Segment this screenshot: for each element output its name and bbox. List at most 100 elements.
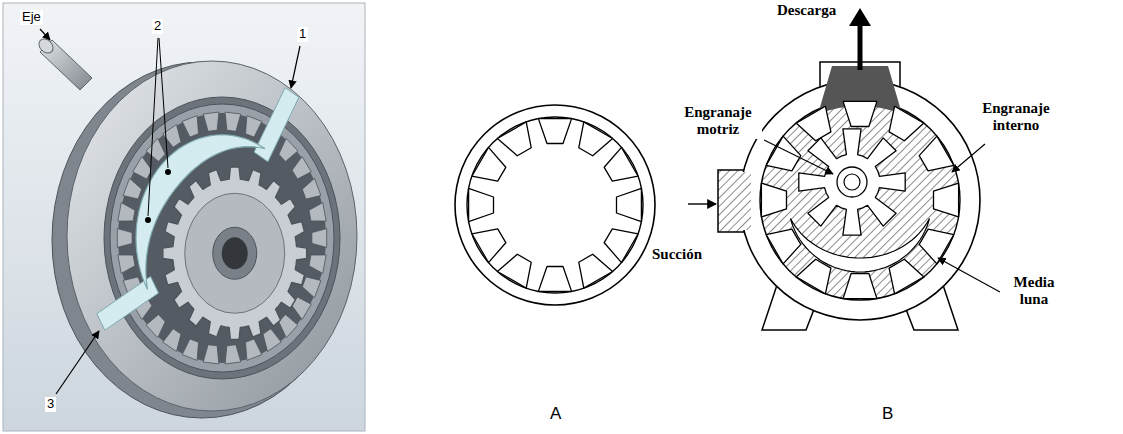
leader-line [291, 46, 300, 88]
ring-gear-tooth [309, 255, 326, 274]
ring-gear-tooth [146, 138, 165, 161]
leader-line [56, 331, 99, 394]
ring-gear-tooth [889, 259, 924, 294]
ring-gear-tooth [538, 267, 571, 292]
figure-letter: A [548, 404, 563, 424]
port-slot [254, 88, 299, 162]
ring-gear-tooth [309, 203, 326, 222]
ring-gear-tooth [246, 116, 262, 138]
ring-gear-tooth [843, 274, 877, 299]
part-label: Succión [650, 246, 704, 263]
ring-gear-tooth [203, 112, 219, 131]
ring-gear-outer [455, 105, 655, 305]
ring-gear-tooth [302, 277, 321, 298]
photo-panel [3, 3, 365, 431]
gear-set-3d [97, 88, 334, 372]
housing-face [67, 61, 357, 411]
pinion-gear [163, 167, 307, 340]
drive-gear [799, 129, 905, 235]
ring-gear-tooth [843, 101, 877, 126]
ring-gear-tooth [146, 315, 165, 338]
ring-gear-tooth [497, 254, 531, 288]
ring-gear-tooth [203, 345, 219, 364]
crescent [136, 135, 265, 290]
ring-gear-tooth [604, 229, 638, 263]
discharge-arrow [858, 22, 863, 70]
part-label: Eje [20, 10, 43, 25]
pinion-face [185, 193, 285, 313]
ring-gear-tooth [225, 112, 241, 131]
ring-gear-tooth [182, 339, 198, 361]
ring-gear-tooth [469, 188, 494, 221]
ring-gear-teeth [469, 119, 642, 292]
ring-gear-inner [467, 117, 643, 293]
ring-gear-tooth [246, 339, 262, 361]
ring-gear-tooth [604, 147, 638, 181]
housing-cavity [104, 97, 340, 379]
ring-gear-body [110, 104, 334, 372]
discharge-arrowhead [849, 8, 871, 26]
ring-gear-tooth [538, 119, 571, 144]
callout-dot [165, 169, 171, 175]
ring-gear-tooth [279, 315, 298, 338]
ring-gear-tooth [579, 122, 613, 156]
crescent [791, 219, 930, 272]
part-label: Engranaje interno [972, 100, 1060, 135]
drive-gear-hub [837, 167, 867, 197]
ring-gear-tooth [796, 106, 831, 141]
ring-gear-tooth [617, 188, 642, 221]
ring-gear-tooth [472, 147, 506, 181]
ring-gear-tooth [497, 122, 531, 156]
ring-gear-tooth [123, 178, 142, 199]
figure-letter: B [880, 404, 895, 424]
ring-gear-tooth [118, 255, 135, 274]
callout-dot [145, 217, 151, 223]
part-label: Media luna [1000, 274, 1068, 309]
port-slot [97, 277, 159, 331]
ring-gear [760, 100, 960, 300]
leader-line [40, 29, 50, 40]
ring-gear-tooth [163, 329, 181, 352]
ring-gear-tooth [117, 229, 132, 248]
ring-gear-tooth [934, 183, 959, 217]
pinion-hub [213, 227, 257, 279]
suction-arrow [688, 203, 716, 204]
gear-set-section [761, 101, 958, 298]
callout-number: 2 [152, 19, 163, 34]
part-label: Descarga [775, 2, 838, 19]
ring-gear-tooth [472, 229, 506, 263]
shaft-end [36, 36, 56, 56]
ring-gear-tooth [182, 116, 198, 138]
ring-gear-tooth [292, 157, 311, 180]
leader-line [148, 38, 158, 216]
ring-gear-tooth [761, 183, 786, 217]
pinion-bore [222, 237, 248, 269]
ring-gear-tooth [919, 229, 954, 264]
ring-gear-tooth [225, 345, 241, 364]
ring-gear-tooth [279, 138, 298, 161]
ring-gear-tooth [133, 157, 152, 180]
ring-gear-tooth [766, 229, 801, 264]
ring-gear-tooth [312, 229, 327, 248]
leader-line [159, 38, 168, 168]
leader-line [764, 140, 833, 174]
ring-gear-tooth [118, 203, 135, 222]
ring-gear-tooth [302, 178, 321, 199]
ring-gear-tooth [766, 136, 801, 171]
ring-gear-tooth [889, 106, 924, 141]
ring-gear-bore [118, 113, 326, 363]
callout-number: 3 [45, 397, 56, 412]
ring-gear-tooth [796, 259, 831, 294]
leader-line [952, 144, 985, 172]
ring-gear-tooth [263, 329, 281, 352]
ring-gear-tooth [919, 136, 954, 171]
ring-gear-tooth [579, 254, 613, 288]
leader-line [938, 258, 1000, 292]
suction-port-fluid [721, 172, 751, 230]
drive-gear-bore [844, 174, 860, 190]
callout-number: 1 [297, 27, 308, 42]
part-label: Engranaje motriz [674, 104, 762, 139]
pump-housing [740, 80, 980, 320]
